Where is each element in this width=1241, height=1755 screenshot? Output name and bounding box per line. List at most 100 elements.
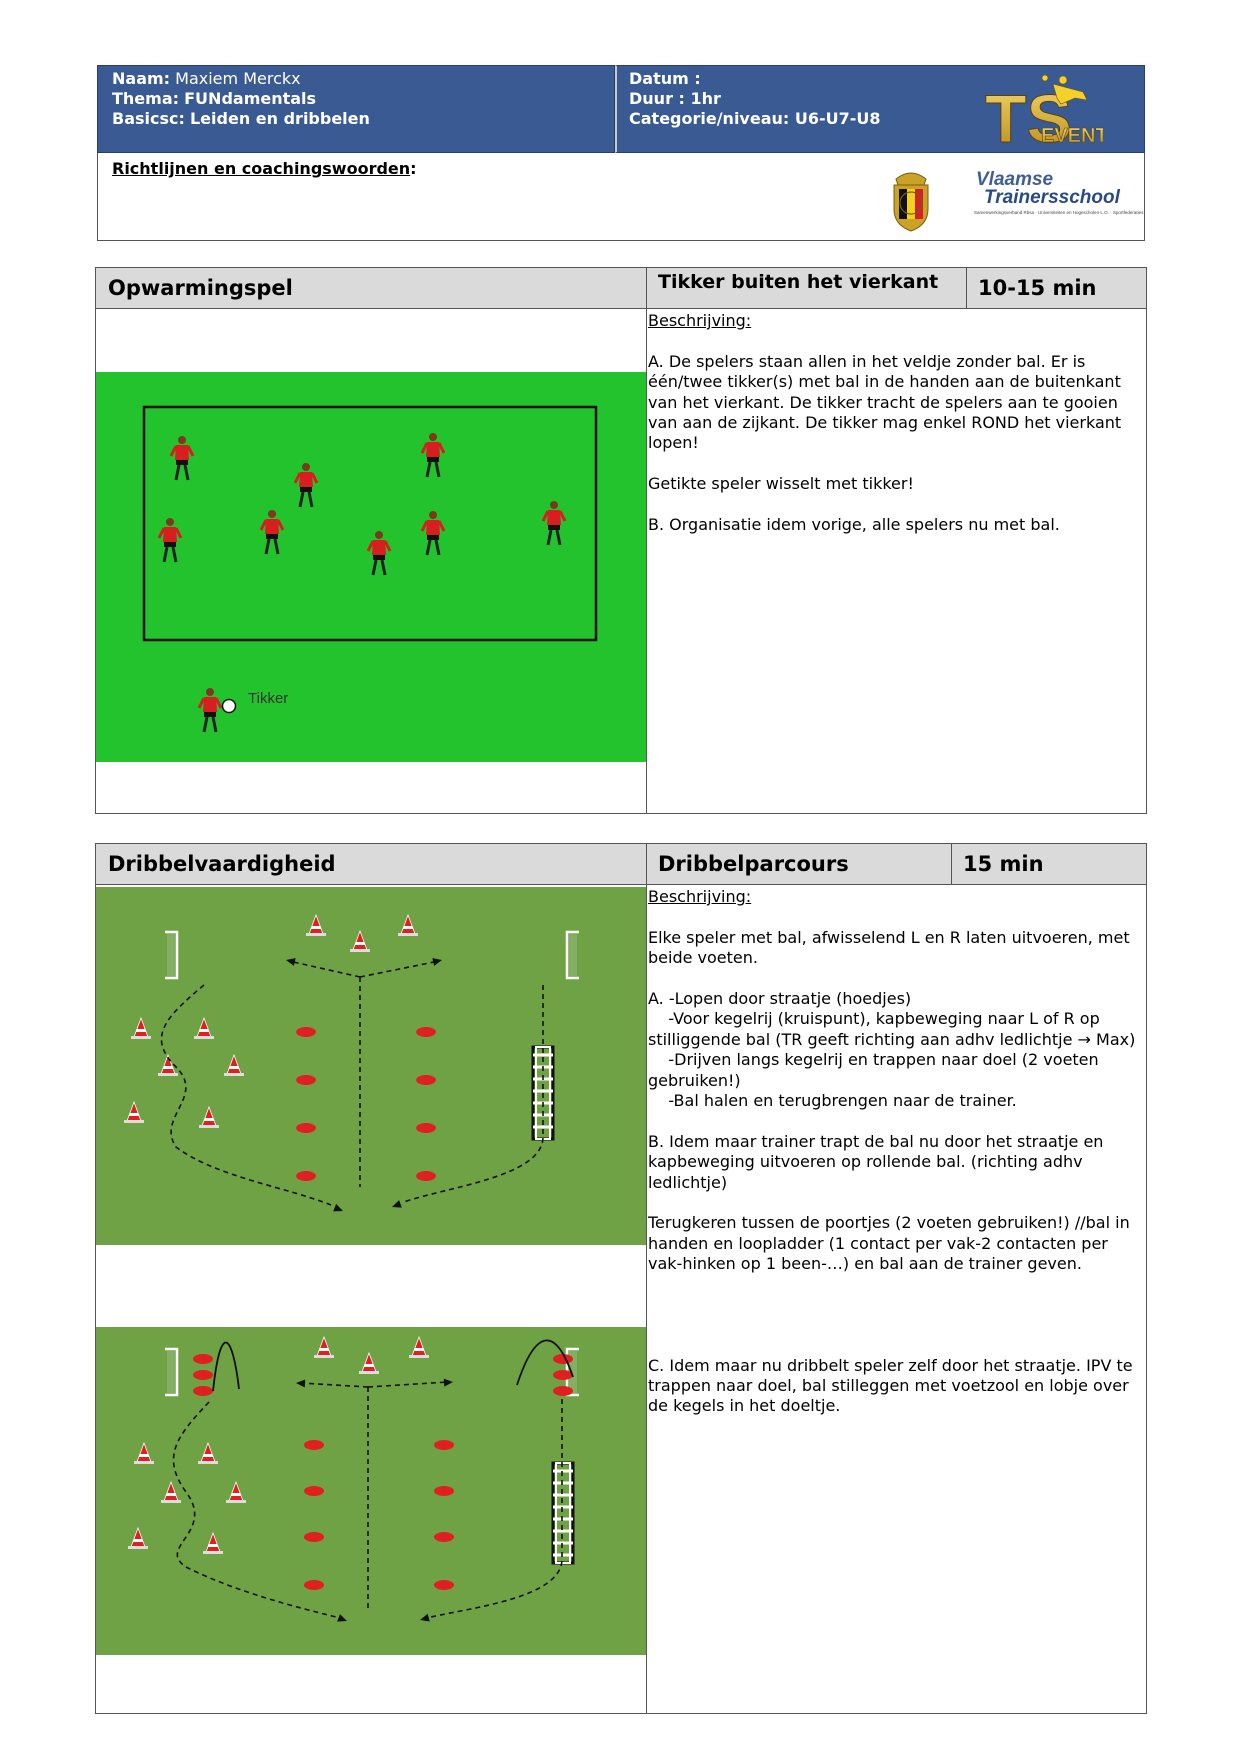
header-info-right: Datum : Duur : 1hr Categorie/niveau: U6-…: [615, 65, 1145, 153]
dribble-path-line: [288, 960, 361, 978]
vts-line2: Trainersschool: [984, 187, 1120, 208]
thema-label: Thema:: [112, 89, 180, 108]
dribbel-diagram-a: [96, 887, 646, 1245]
cone-icon: [199, 1105, 219, 1128]
marker-disc-icon: [416, 1171, 436, 1181]
richtlijnen-colon: :: [410, 159, 417, 178]
thema-line: Thema: FUNdamentals: [112, 89, 614, 109]
arrow-head-icon: [333, 1203, 343, 1212]
naam-label: Naam:: [112, 69, 171, 88]
marker-disc-icon: [553, 1370, 573, 1380]
cone-icon: [128, 1526, 148, 1549]
duur-label: Duur : 1hr: [629, 89, 721, 108]
player-icon: [293, 463, 319, 508]
section2-paragraph: Terugkeren tussen de poortjes (2 voeten …: [648, 1213, 1135, 1274]
arrow-head-icon: [296, 1379, 306, 1388]
tikker-player: [197, 688, 223, 733]
tikker-diagram: Tikker: [96, 372, 646, 762]
section-dribbelvaardigheid: Dribbelvaardigheid Dribbelparcours 15 mi…: [95, 843, 1147, 1714]
curve-line: [212, 1341, 240, 1392]
section2-paragraph: B. Idem maar trainer trapt de bal nu doo…: [648, 1131, 1109, 1192]
player-icon: [541, 501, 567, 546]
thema-value: FUNdamentals: [184, 89, 317, 108]
section2-paragraph: Elke speler met bal, afwisselend L en R …: [648, 927, 1135, 968]
cone-icon: [226, 1480, 246, 1503]
cone-icon: [224, 1053, 244, 1076]
section2-category: Dribbelvaardigheid: [108, 852, 336, 876]
arrow-head-icon: [286, 958, 296, 966]
section2-header: Dribbelvaardigheid Dribbelparcours 15 mi…: [95, 843, 1147, 885]
ladder-icon: [551, 1461, 575, 1565]
datum-label: Datum :: [629, 69, 701, 88]
marker-disc-icon: [304, 1486, 324, 1496]
vts-line1: Vlaamse: [976, 169, 1054, 190]
section2-duration: 15 min: [963, 852, 1044, 876]
goal-icon: [165, 930, 179, 980]
dribble-path-line: [367, 1381, 449, 1388]
arrow-head-icon: [337, 1614, 347, 1622]
section2-exercise: Dribbelparcours: [658, 852, 849, 876]
cone-icon: [350, 929, 370, 952]
logo-ts-text: TS: [985, 81, 1072, 150]
cone-icon: [409, 1335, 429, 1358]
richtlijnen-label: Richtlijnen en coachingswoorden: [112, 159, 411, 178]
ball-icon: [221, 698, 237, 714]
cone-icon: [124, 1100, 144, 1123]
field-grass-a: [96, 887, 646, 1245]
goal-icon: [565, 930, 579, 980]
goal-icon: [165, 1347, 179, 1397]
marker-disc-icon: [416, 1075, 436, 1085]
section1-description: Beschrijving: A. De spelers staan allen …: [647, 311, 1147, 535]
vlaamse-trainersschool-logo: Vlaamse Trainersschool Samenwerkingsverb…: [972, 169, 1143, 219]
dribble-path-line: [359, 960, 440, 978]
marker-disc-icon: [304, 1580, 324, 1590]
arrow-head-icon: [420, 1613, 430, 1622]
cone-icon: [314, 1335, 334, 1358]
arrow-head-icon: [432, 958, 442, 966]
marker-disc-icon: [193, 1386, 213, 1396]
naam-value: Maxiem Merckx: [175, 69, 301, 88]
marker-disc-icon: [553, 1386, 573, 1396]
tikker-label: Tikker: [248, 690, 288, 707]
cone-icon: [359, 1351, 379, 1374]
player-icon: [157, 518, 183, 563]
cone-icon: [203, 1531, 223, 1554]
naam-line: Naam: Maxiem Merckx: [112, 69, 614, 89]
section2-desc-title: Beschrijving:: [648, 887, 752, 906]
cone-icon: [131, 1016, 151, 1039]
header-info-left: Naam: Maxiem Merckx Thema: FUNdamentals …: [97, 65, 615, 153]
section2-paragraph: C. Idem maar nu dribbelt speler zelf doo…: [648, 1355, 1138, 1416]
vts-tagline: Samenwerkingsverband Rbsa · Universiteit…: [974, 210, 1144, 215]
dribble-path-line: [403, 985, 544, 1203]
marker-disc-icon: [434, 1440, 454, 1450]
basic-line: Basicsc: Leiden en dribbelen: [112, 109, 614, 129]
basic-value: Leiden en dribbelen: [189, 109, 370, 128]
field-grass: [96, 372, 646, 762]
cone-icon: [194, 1016, 214, 1039]
marker-disc-icon: [434, 1532, 454, 1542]
section-opwarmingspel: Opwarmingspel Tikker buiten het vierkant…: [95, 267, 1147, 814]
marker-disc-icon: [296, 1027, 316, 1037]
section1-paragraph: A. De spelers staan allen in het veldje …: [648, 351, 1127, 453]
marker-disc-icon: [296, 1171, 316, 1181]
dribbel-diagram-b: [96, 1327, 646, 1655]
marker-disc-icon: [296, 1075, 316, 1085]
arrow-head-icon: [443, 1378, 453, 1387]
marker-disc-icon: [434, 1486, 454, 1496]
marker-disc-icon: [193, 1370, 213, 1380]
dribble-path-line: [430, 1399, 563, 1618]
cone-icon: [398, 913, 418, 936]
basic-label: Basicsc:: [112, 109, 185, 128]
section1-header: Opwarmingspel Tikker buiten het vierkant…: [95, 267, 1147, 309]
section1-paragraph: Getikte speler wisselt met tikker!: [648, 474, 914, 494]
section1-desc-title: Beschrijving:: [648, 311, 752, 330]
player-icon: [169, 436, 195, 481]
marker-disc-icon: [296, 1123, 316, 1133]
player-icon: [420, 511, 446, 556]
player-icon: [420, 433, 446, 478]
square-boundary: [142, 405, 598, 642]
marker-disc-icon: [304, 1440, 324, 1450]
marker-disc-icon: [553, 1354, 573, 1364]
logo-events-text: EVENTS: [1041, 125, 1103, 147]
marker-disc-icon: [193, 1354, 213, 1364]
